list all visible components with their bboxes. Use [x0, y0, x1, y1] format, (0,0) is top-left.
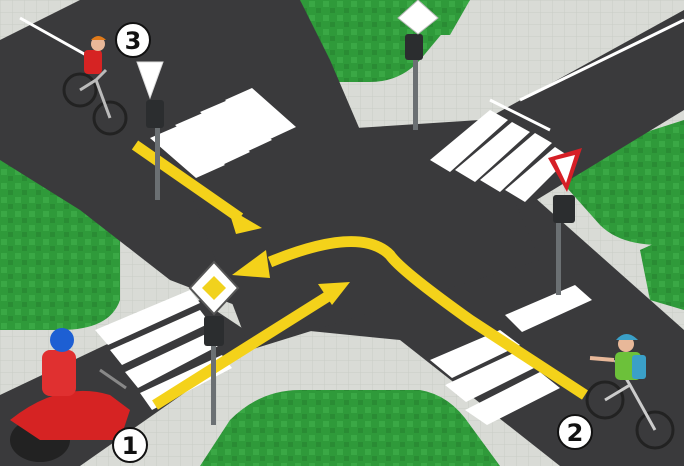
marker-1: 1 — [113, 428, 147, 462]
marker-3: 3 — [116, 23, 150, 57]
svg-text:2: 2 — [567, 419, 584, 447]
svg-text:1: 1 — [122, 432, 139, 460]
marker-2: 2 — [558, 415, 592, 449]
svg-text:3: 3 — [125, 27, 142, 55]
